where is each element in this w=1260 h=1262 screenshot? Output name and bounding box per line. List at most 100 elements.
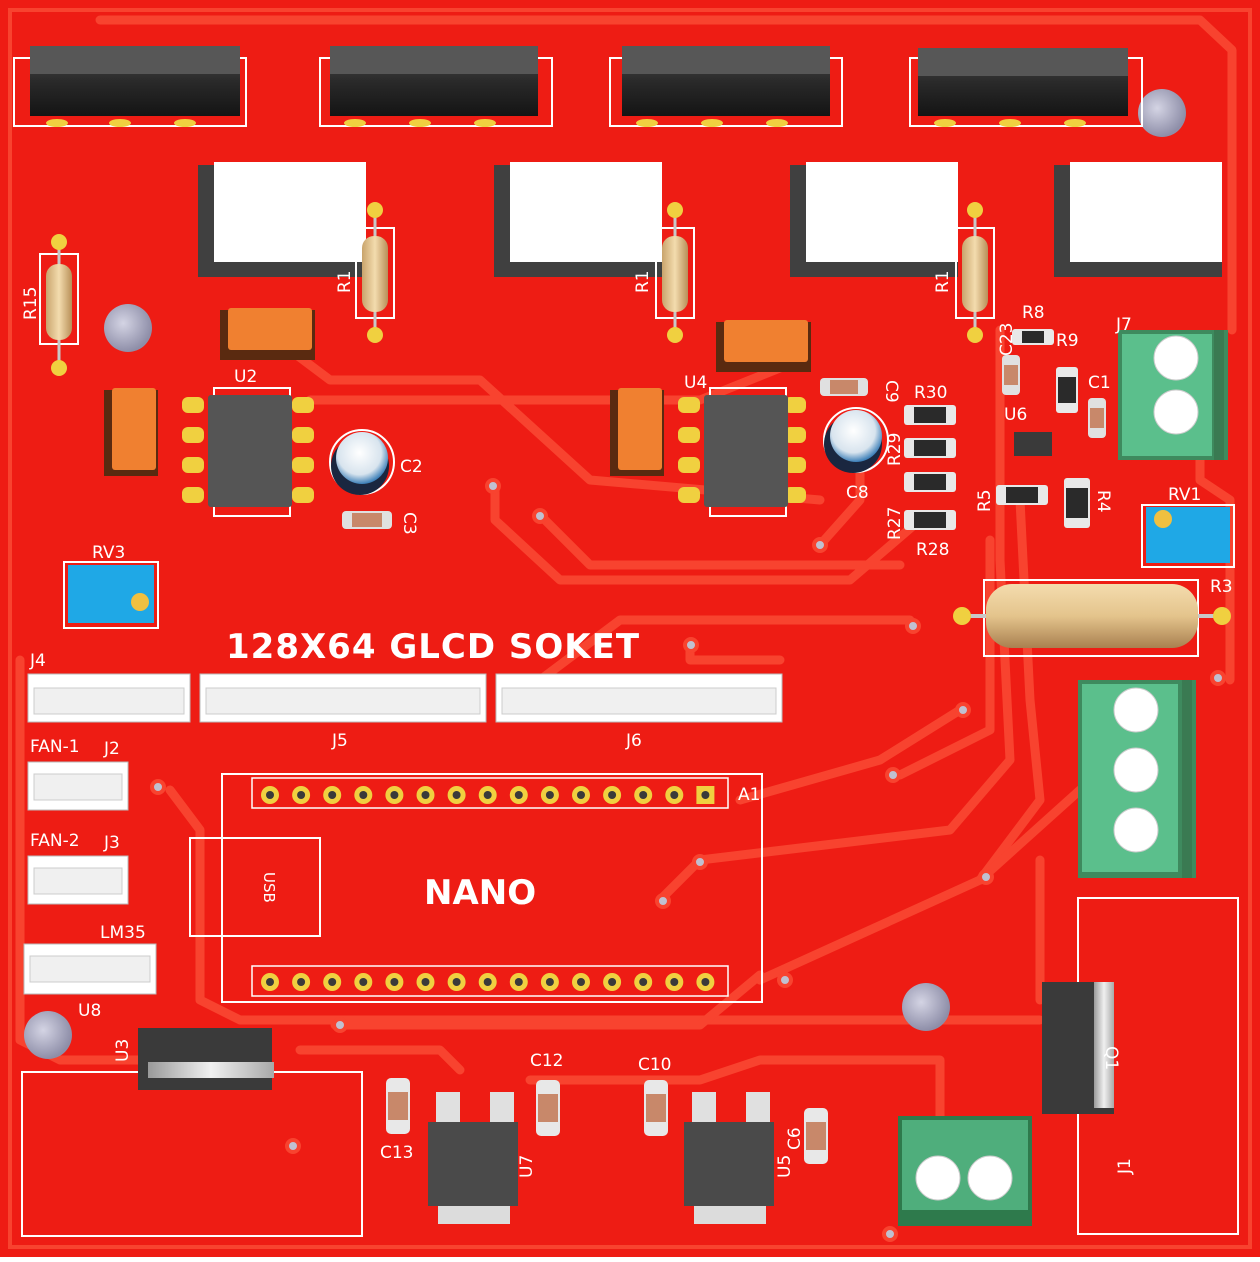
nano-pin-hole [701,791,710,799]
label-a1: A1 [738,785,760,805]
terminal-3pin [1078,680,1196,878]
label-u5: U5 [775,1155,795,1178]
ic-u4 [678,387,806,517]
white-block-4 [1054,162,1222,277]
nano-pin-hole [359,791,368,799]
nano-pin-hole [639,978,648,986]
label-c11: C1 [1088,373,1111,393]
electrolytic-c2 [329,429,395,495]
nano-pin-hole [452,791,461,799]
label-u4: U4 [684,373,707,393]
relay-k2 [319,46,553,127]
nano-pin-hole [359,978,368,986]
label-c3: C3 [399,512,419,535]
orange-capacitor-1 [220,308,315,360]
resistor-r1-a [355,202,395,343]
label-r27: R27 [885,507,905,540]
nano-pin-hole [545,791,554,799]
label-j4: J4 [29,651,46,671]
nano-pin-hole [266,978,274,986]
terminal-2pin-bottom [898,1116,1032,1226]
label-c13: C13 [380,1143,414,1163]
label-r1-c: R1 [933,270,953,293]
label-c10: C10 [638,1055,672,1075]
connector-j4 [27,673,191,723]
mounting-hole-top-right [1138,89,1186,137]
vias [150,478,1226,1242]
nano-pin-hole [328,791,337,799]
relay-k3 [609,46,843,127]
orange-capacitor-3 [716,320,811,372]
nano-pin-hole [639,791,648,799]
label-fan1: FAN-1 [30,737,80,757]
label-fan2: FAN-2 [30,831,80,851]
nano-pin-hole [514,978,523,986]
nano-pin-hole [421,978,430,986]
nano-pin-hole [421,791,430,799]
label-r4: R4 [1093,490,1113,513]
white-block-3 [790,162,958,277]
nano-pin-hole [577,791,585,799]
orange-capacitor-4 [610,388,664,476]
label-r29: R29 [885,433,905,466]
orange-capacitor-2 [104,388,158,476]
label-u3: U3 [113,1039,133,1062]
label-u6: U6 [1004,405,1027,425]
connector-j3 [27,855,129,905]
connector-j2 [27,761,129,811]
resistor-r1-c [955,202,995,343]
nano-pin-hole [608,978,617,986]
label-r30: R30 [914,383,947,403]
label-c6: C6 [785,1127,805,1150]
label-c12: C12 [530,1051,564,1071]
label-j5: J5 [331,731,348,751]
connector-j6 [495,673,783,723]
nano-pin-hole [390,791,399,799]
trimmer-rv3 [63,561,159,629]
label-r28: R28 [916,540,949,560]
regulator-q1 [1042,897,1239,1235]
label-j6: J6 [625,731,642,751]
nano-pin-hole [701,978,710,986]
label-u8: U8 [78,1001,101,1021]
nano-pin-hole [545,978,554,986]
designator-labels: R15 R1 R1 R1 U2 U4 C2 C3 C8 C9 R30 R29 R… [21,270,1233,1178]
label-j3: J3 [103,833,120,853]
label-u7: U7 [517,1155,537,1178]
regulator-u5 [684,1092,774,1224]
connector-j5 [199,673,487,723]
nano-pin-hole [328,978,337,986]
usb-label: USB [260,872,278,903]
nano-pin-hole [266,791,274,799]
label-r3: R3 [1210,577,1233,597]
terminal-j7 [1118,330,1228,460]
nano-pin-hole [452,978,461,986]
nano-pin-hole [577,978,585,986]
label-r8: R8 [1022,303,1045,323]
resistor-r15 [39,234,79,376]
label-r1-a: R1 [335,270,355,293]
label-r15: R15 [21,287,41,320]
smd-caps-bottom [386,1078,828,1164]
nano-pin-rows [261,786,715,991]
nano-pin-hole [670,978,679,986]
resistor-r1-b [655,202,695,343]
label-rv1: RV1 [1168,485,1201,505]
label-r5: R5 [975,489,995,512]
relay-k4 [909,48,1143,127]
label-c2: C2 [400,457,423,477]
board-outline-trace [8,8,1252,1249]
label-c8: C8 [846,483,869,503]
glcd-socket-label: 128X64 GLCD SOKET [226,627,640,667]
ic-u2 [182,387,314,517]
label-q1: Q1 [1101,1046,1121,1070]
mounting-hole-left [104,304,152,352]
label-c23: C23 [997,322,1017,356]
mounting-hole-bottom-left [24,1011,72,1059]
nano-footprint [189,773,763,1003]
nano-pin-hole [483,978,492,986]
label-r9: R9 [1056,331,1079,351]
nano-pin-hole [297,978,306,986]
